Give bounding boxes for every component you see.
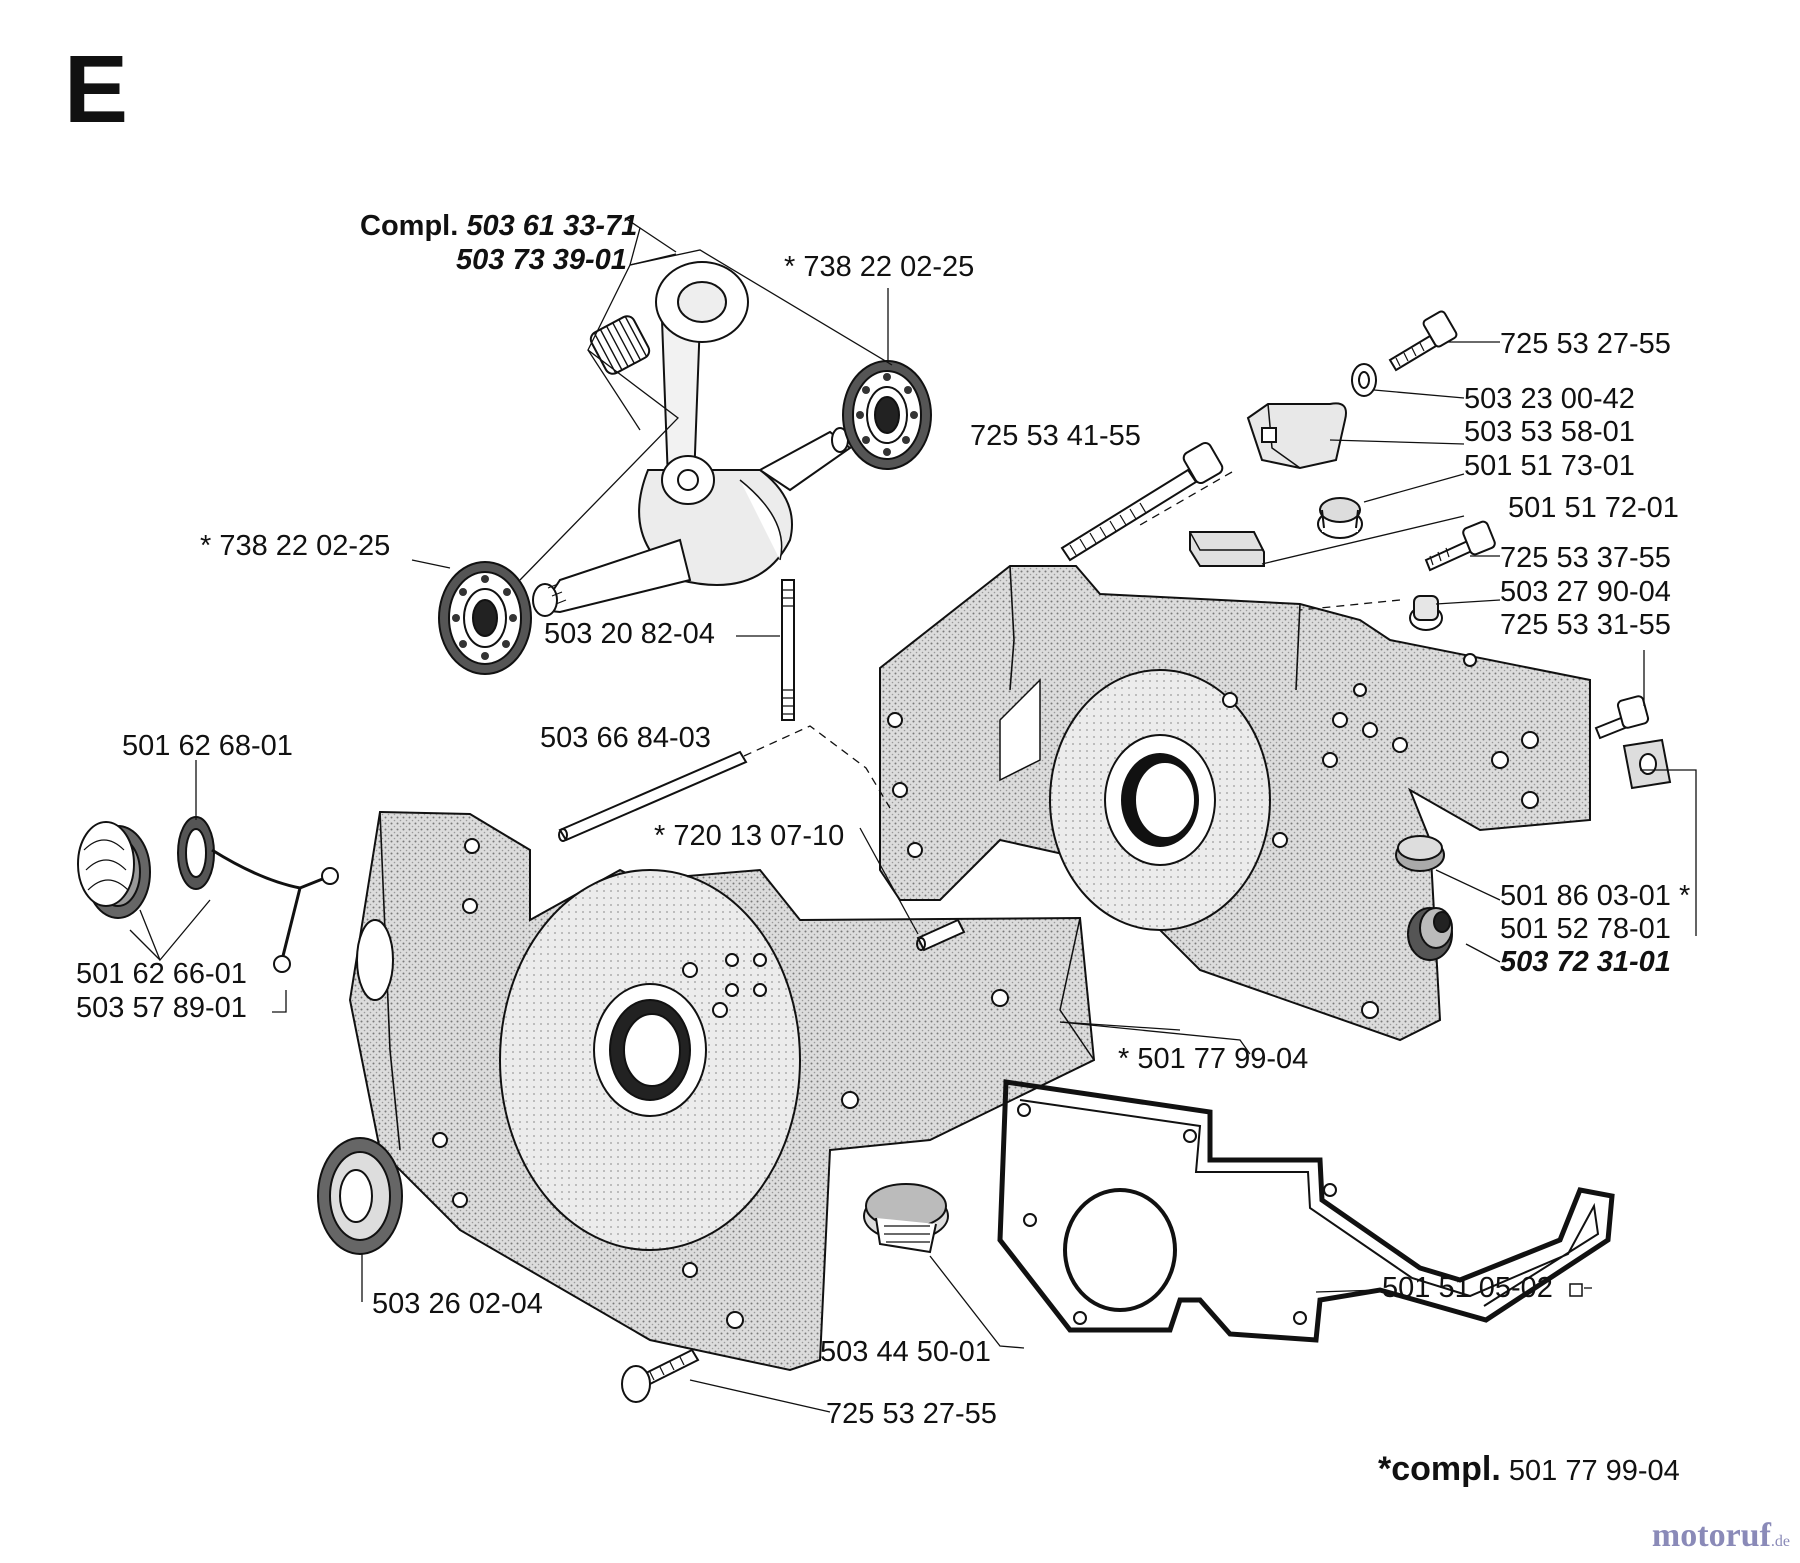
label-plug-large: 503 44 50-01 bbox=[820, 1336, 991, 1368]
washer bbox=[1351, 363, 1377, 397]
oil-cap-strap bbox=[211, 848, 339, 973]
compl-number-footer: 501 77 99-04 bbox=[1508, 1455, 1680, 1487]
bolt-long bbox=[1060, 441, 1224, 562]
bracket bbox=[1246, 402, 1347, 470]
label-crank-alt: 503 73 39-01 bbox=[456, 244, 627, 276]
small-plug bbox=[1317, 497, 1363, 539]
gasket bbox=[997, 1079, 1615, 1343]
rod bbox=[558, 750, 748, 842]
label-crankcase: * 501 77 99-04 bbox=[1118, 1043, 1309, 1075]
watermark: motoruf.de bbox=[1652, 1517, 1790, 1555]
large-plug bbox=[863, 1183, 949, 1254]
label-cap-right: 503 27 90-04 bbox=[1500, 576, 1671, 608]
label-compl: *compl. 501 77 99-04 bbox=[1378, 1452, 1680, 1486]
oil-cap bbox=[77, 821, 151, 919]
ball-bearing-left bbox=[438, 561, 532, 675]
seal-ring bbox=[317, 1137, 403, 1255]
label-stud: 503 20 82-04 bbox=[544, 618, 715, 650]
label-washer: 503 23 00-42 bbox=[1464, 383, 1635, 415]
screw-bottom bbox=[621, 1348, 700, 1403]
label-oil-cap: 501 62 68-01 bbox=[122, 730, 293, 762]
label-bearing-left: * 738 22 02-25 bbox=[200, 530, 391, 562]
ball-bearing-top bbox=[842, 360, 932, 470]
screw-mid bbox=[1424, 520, 1496, 572]
crank-compl-number: 503 61 33-71 bbox=[466, 210, 638, 242]
label-pin: * 720 13 07-10 bbox=[654, 820, 845, 852]
clip-right bbox=[1622, 738, 1672, 790]
block bbox=[1189, 531, 1265, 567]
cap-right bbox=[1409, 595, 1443, 631]
watermark-tld: .de bbox=[1770, 1533, 1790, 1550]
small-square-marker bbox=[1569, 1283, 1583, 1297]
label-gasket: 501 51 05-02 bbox=[1382, 1272, 1553, 1304]
oil-cap-seal bbox=[177, 816, 215, 890]
label-block: 501 51 72-01 bbox=[1508, 492, 1679, 524]
section-letter: E bbox=[64, 36, 129, 143]
label-seal: 503 26 02-04 bbox=[372, 1288, 543, 1320]
label-oil-cap-assy: 501 62 66-01 bbox=[76, 958, 247, 990]
label-screw-mid: 725 53 37-55 bbox=[1500, 542, 1671, 574]
pin bbox=[916, 918, 966, 952]
label-screw-bottom: 725 53 27-55 bbox=[826, 1398, 997, 1430]
label-oil-strap: 503 57 89-01 bbox=[76, 992, 247, 1024]
leader-lines bbox=[129, 217, 1697, 1413]
label-valve: 501 52 78-01 bbox=[1500, 913, 1671, 945]
label-screw-right: 725 53 31-55 bbox=[1500, 609, 1671, 641]
label-filter: 501 86 03-01 * bbox=[1500, 880, 1691, 912]
filter bbox=[1395, 835, 1445, 872]
screw-top bbox=[1388, 310, 1458, 372]
needle-bearing bbox=[589, 315, 651, 375]
compl-prefix: Compl. bbox=[360, 210, 459, 242]
crankcase-left-half bbox=[348, 810, 1096, 1372]
crankshaft bbox=[532, 261, 852, 617]
label-bracket: 503 53 58-01 bbox=[1464, 416, 1635, 448]
label-plug-small: 501 51 73-01 bbox=[1464, 450, 1635, 482]
stud bbox=[781, 579, 795, 721]
watermark-brand: motoruf bbox=[1651, 1517, 1771, 1554]
label-rod: 503 66 84-03 bbox=[540, 722, 711, 754]
label-valve-alt: 503 72 31-01 bbox=[1500, 946, 1671, 978]
label-bolt-long: 725 53 41-55 bbox=[970, 420, 1141, 452]
label-crank-compl: Compl. 503 61 33-71 bbox=[360, 212, 637, 241]
label-screw-top: 725 53 27-55 bbox=[1500, 328, 1671, 360]
compl-prefix-footer: *compl. bbox=[1378, 1450, 1501, 1488]
valve bbox=[1407, 907, 1453, 961]
screw-right bbox=[1594, 695, 1650, 740]
label-bearing-top: * 738 22 02-25 bbox=[784, 251, 975, 283]
